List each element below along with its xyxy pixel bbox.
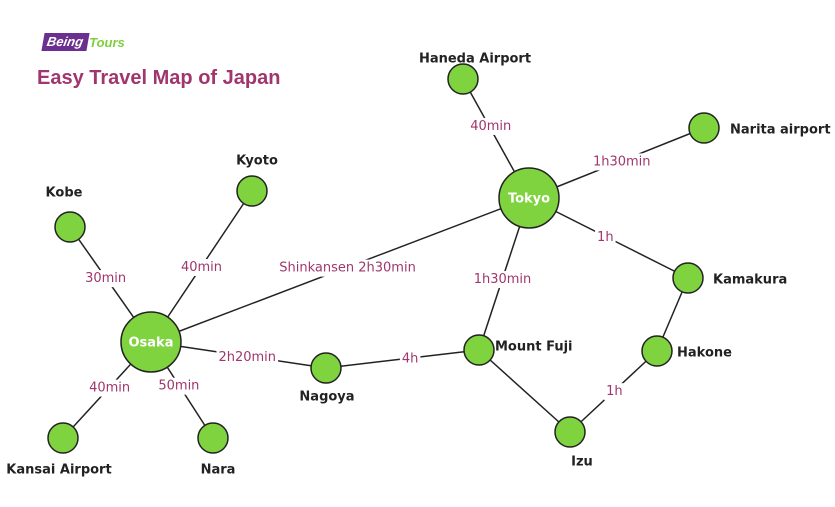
node-kansai[interactable]: Kansai Airport (6, 422, 112, 478)
node-label-haneda: Haneda Airport (419, 52, 531, 67)
edge-label-bg (277, 259, 418, 277)
node-circle-osaka[interactable] (120, 311, 182, 373)
node-haneda[interactable]: Haneda Airport (419, 52, 531, 95)
node-label-tokyo: Tokyo (508, 192, 550, 207)
node-label-osaka: Osaka (129, 336, 174, 351)
edge-label-bg (604, 383, 625, 401)
node-izu[interactable]: Izu (554, 416, 593, 470)
edge-label-osaka-nagoya: 2h20min (216, 348, 279, 366)
node-circle-haneda[interactable] (447, 63, 479, 95)
node-circle-fuji[interactable] (463, 334, 495, 366)
edge-label-tokyo-fuji: 1h30min (471, 271, 534, 289)
node-kyoto[interactable]: Kyoto (236, 154, 278, 207)
edge-label-bg (216, 348, 279, 366)
node-label-kobe: Kobe (46, 186, 83, 201)
edge-label-osaka-kansai: 40min (87, 379, 133, 397)
node-label-kamakura: Kamakura (713, 273, 787, 288)
node-nagoya[interactable]: Nagoya (299, 352, 355, 405)
edge-label-text: 1h30min (593, 154, 651, 169)
edge-label-bg (87, 379, 133, 397)
brand-logo: Being Tours (41, 33, 125, 51)
node-hakone[interactable]: Hakone (641, 335, 732, 367)
node-kobe[interactable]: Kobe (46, 186, 86, 243)
node-circle-hakone[interactable] (641, 335, 673, 367)
node-circle-nagoya[interactable] (310, 352, 342, 384)
edge-label-osaka-nara: 50min (156, 377, 202, 395)
node-circle-kamakura[interactable] (672, 262, 704, 294)
node-kamakura[interactable]: Kamakura (672, 262, 787, 294)
edge-label-bg (156, 377, 202, 395)
node-circle-kansai[interactable] (47, 422, 79, 454)
node-label-kansai: Kansai Airport (6, 463, 111, 478)
edge-label-nagoya-fuji: 4h (399, 350, 421, 368)
edge-label-bg (178, 259, 225, 276)
edge-label-hakone-izu: 1h (604, 383, 625, 401)
brand-logo-tours: Tours (89, 34, 125, 50)
node-tokyo[interactable]: Tokyo (498, 167, 560, 229)
edge-label-text: 1h (597, 230, 614, 245)
edge-label-osaka-tokyo: Shinkansen 2h30min (277, 259, 418, 277)
node-narita[interactable]: Narita airport (688, 112, 831, 144)
edge-label-bg (468, 117, 514, 135)
edge-label-text: 1h (606, 384, 623, 399)
node-label-nagoya: Nagoya (299, 390, 354, 405)
node-osaka[interactable]: Osaka (120, 311, 182, 373)
node-fuji[interactable]: Mount Fuji (463, 334, 573, 366)
node-label-izu: Izu (571, 455, 593, 470)
edge-label-text: 40min (470, 119, 511, 134)
edge-label-osaka-kyoto: 40min (178, 259, 225, 276)
node-label-hakone: Hakone (677, 346, 732, 361)
edge-label-text: 40min (89, 381, 130, 396)
node-circle-narita[interactable] (688, 112, 720, 144)
edge-label-kobe-osaka: 30min (83, 270, 129, 288)
edge-label-text: 4h (402, 352, 419, 367)
edge-label-text: 2h20min (218, 350, 276, 365)
node-circle-kyoto[interactable] (236, 175, 268, 207)
node-circle-izu[interactable] (554, 416, 586, 448)
edge-label-bg (595, 228, 616, 246)
edge-label-bg (471, 271, 534, 289)
node-label-fuji: Mount Fuji (495, 340, 573, 355)
node-circle-kobe[interactable] (54, 211, 86, 243)
edge-label-text: 40min (181, 260, 222, 275)
edge-label-bg (399, 350, 421, 368)
edge-label-text: 50min (158, 379, 199, 394)
node-label-kyoto: Kyoto (236, 154, 278, 169)
node-circle-tokyo[interactable] (498, 167, 560, 229)
edge-fuji-izu (478, 349, 571, 433)
edge-label-haneda-tokyo: 40min (468, 117, 514, 135)
edge-label-text: 30min (85, 271, 126, 286)
edge-label-tokyo-narita: 1h30min (590, 153, 653, 171)
node-label-nara: Nara (201, 463, 236, 478)
node-nara[interactable]: Nara (197, 422, 236, 478)
edge-label-bg (590, 153, 653, 171)
edge-label-tokyo-kamakura: 1h (595, 228, 616, 246)
node-circle-nara[interactable] (197, 422, 229, 454)
edge-label-text: Shinkansen 2h30min (279, 261, 416, 276)
edge-label-text: 1h30min (474, 272, 532, 287)
page-title: Easy Travel Map of Japan (37, 67, 281, 89)
edge-label-bg (83, 270, 129, 288)
node-label-narita: Narita airport (730, 123, 831, 138)
